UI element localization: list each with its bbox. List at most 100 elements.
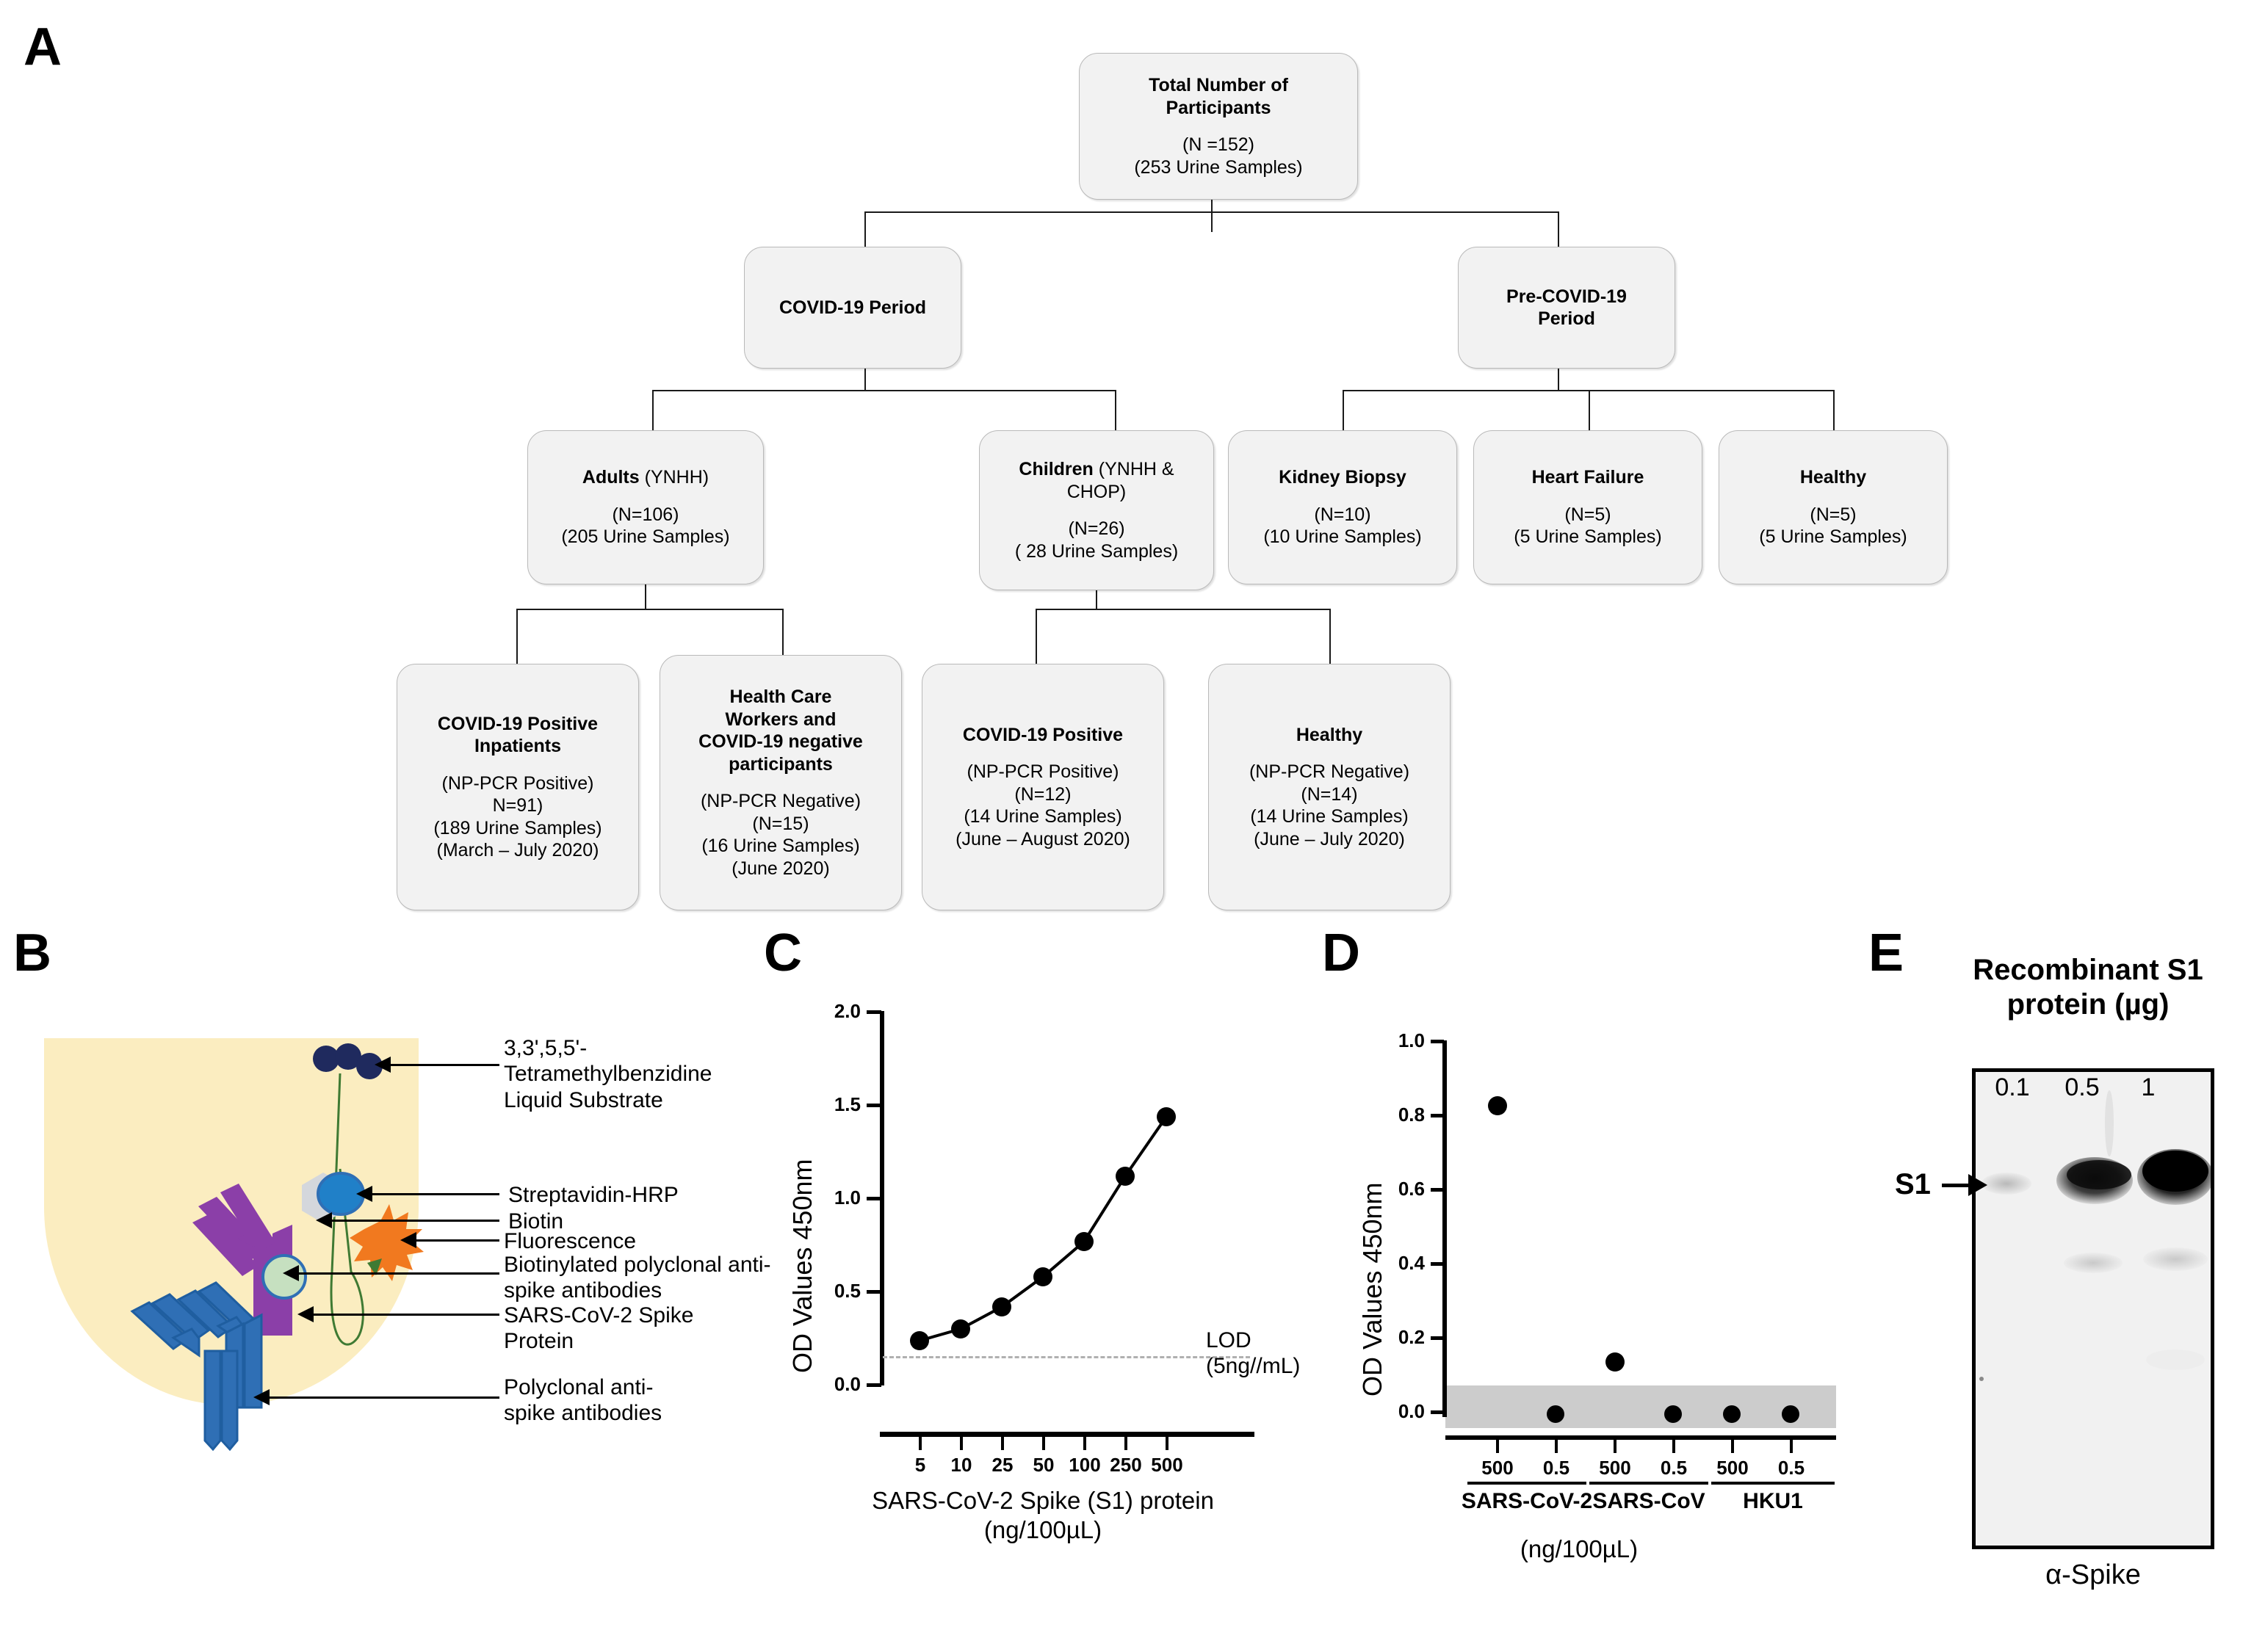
capture-antibody	[130, 1281, 263, 1409]
panel-letter-c: C	[764, 924, 802, 982]
c-xtick-label-3: 50	[1033, 1454, 1055, 1476]
c-xtick-label-6: 500	[1151, 1454, 1183, 1476]
d-point-sarscov-0.5	[1664, 1405, 1682, 1423]
connector-kidney-up	[1343, 390, 1344, 430]
node-subtext: (N =152)(253 Urine Samples)	[1134, 134, 1303, 178]
d-xtick-label-2: 500	[1599, 1457, 1631, 1479]
blot-lane-label-0.5: 0.5	[2064, 1073, 2100, 1101]
connector-children-up	[1115, 390, 1116, 430]
label-spike-protein: SARS-CoV-2 Spike Protein	[504, 1303, 694, 1354]
blot-antibody-label: α-Spike	[2045, 1559, 2141, 1590]
d-xtick-mark-0	[1496, 1440, 1499, 1453]
c-y-axis	[880, 1011, 884, 1385]
d-background-band	[1445, 1385, 1836, 1428]
d-point-sarscov2-0.5	[1547, 1405, 1564, 1423]
label-tmb: 3,3',5,5'- Tetramethylbenzidine Liquid S…	[504, 1036, 712, 1112]
arrow-polyab	[253, 1389, 499, 1405]
arrow-strep	[356, 1186, 499, 1202]
tmb-dot-1	[313, 1046, 339, 1072]
d-group-label-hku1: HKU1	[1743, 1489, 1803, 1513]
d-group-label-sars-cov: SARS-CoV	[1592, 1489, 1705, 1513]
arrow-biotin	[316, 1212, 499, 1228]
connector-childpos-up	[1036, 609, 1037, 664]
node-subtext: (N=5)(5 Urine Samples)	[1514, 504, 1662, 548]
c-ytick-label-1: 0.5	[834, 1280, 861, 1302]
blot-band-arrow	[1942, 1184, 1977, 1187]
node-covid-period[interactable]: COVID-19 Period	[744, 247, 961, 369]
d-xtick-label-0: 500	[1481, 1457, 1514, 1479]
d-y-axis	[1442, 1040, 1447, 1417]
node-heart-failure[interactable]: Heart Failure (N=5)(5 Urine Samples)	[1473, 430, 1702, 584]
node-subtext: (N=10)(10 Urine Samples)	[1263, 504, 1422, 548]
panel-letter-d: D	[1322, 924, 1360, 982]
node-kidney-biopsy[interactable]: Kidney Biopsy (N=10)(10 Urine Samples)	[1228, 430, 1457, 584]
c-lod-line	[883, 1356, 1250, 1358]
c-xtick-label-1: 10	[950, 1454, 972, 1476]
label-streptavidin-hrp: Streptavidin-HRP	[508, 1183, 679, 1207]
c-xtick-label-0: 5	[914, 1454, 926, 1476]
c-xtick-mark-4	[1083, 1437, 1086, 1450]
fluorescence-burst	[350, 1204, 424, 1281]
c-ytick-label-3: 1.5	[834, 1093, 861, 1115]
c-point-10	[951, 1319, 970, 1338]
node-children-covid-positive[interactable]: COVID-19 Positive (NP-PCR Positive)(N=12…	[922, 664, 1164, 910]
tmb-dot-2	[335, 1043, 361, 1070]
blot-lane-label-0.1: 0.1	[1995, 1073, 2030, 1101]
c-point-100	[1074, 1232, 1094, 1251]
connector-precovid-up	[1558, 211, 1559, 248]
d-group-rule-2	[1711, 1482, 1835, 1485]
d-ytick-label-4: 0.8	[1398, 1104, 1425, 1126]
label-biotinylated-antibody: Biotinylated polyclonal anti- spike anti…	[504, 1253, 771, 1303]
c-ytick-mark-2	[867, 1197, 881, 1200]
c-xtick-mark-6	[1166, 1437, 1168, 1450]
c-xtick-mark-0	[919, 1437, 922, 1450]
c-point-5	[910, 1331, 929, 1350]
d-ytick-label-3: 0.6	[1398, 1178, 1425, 1200]
d-xtick-mark-1	[1555, 1440, 1558, 1453]
panel-letter-e: E	[1868, 924, 1904, 982]
node-children[interactable]: Children (YNHH &CHOP) (N=26)( 28 Urine S…	[979, 430, 1214, 590]
node-title: COVID-19 Positive	[962, 724, 1124, 745]
node-title: COVID-19 Period	[779, 297, 927, 318]
c-ytick-label-2: 1.0	[834, 1187, 861, 1209]
d-ytick-label-0: 0.0	[1398, 1400, 1425, 1422]
d-xtick-mark-5	[1790, 1440, 1793, 1453]
c-point-500	[1157, 1107, 1176, 1126]
node-adults[interactable]: Adults (YNHH) (N=106)(205 Urine Samples)	[527, 430, 764, 584]
c-xtick-label-5: 250	[1110, 1454, 1142, 1476]
c-x-axis-title: SARS-CoV-2 Spike (S1) protein (ng/100µL)	[872, 1487, 1214, 1543]
connector-childhealthy-up	[1329, 609, 1331, 664]
connector-children-down	[1096, 584, 1097, 609]
node-healthy-pre-covid[interactable]: Healthy (N=5)(5 Urine Samples)	[1719, 430, 1948, 584]
panel-d-specificity: D 0.0 0.2 0.4 0.6 0.8 1.0 OD Values 450n…	[1315, 927, 1873, 1652]
panel-c-standard-curve: C 0.0 0.5 1.0 1.5 2.0 OD Values 450nm LO…	[756, 927, 1337, 1652]
connector-adults-up	[652, 390, 654, 430]
connector-adults-down	[645, 584, 646, 609]
panel-b-elisa-schematic: B	[0, 927, 779, 1652]
c-point-25	[992, 1297, 1011, 1316]
node-title: Heart Failure	[1531, 467, 1644, 488]
connector-inpatients-up	[516, 609, 518, 664]
connector-covid-up	[864, 211, 866, 248]
node-subtext: (NP-PCR Positive)N=91)(189 Urine Samples…	[433, 772, 602, 861]
c-lod-label: LOD (5ng//mL)	[1206, 1328, 1301, 1379]
d-group-rule-0	[1467, 1482, 1586, 1485]
d-x-axis-title: (ng/100µL)	[1520, 1535, 1639, 1562]
node-children-healthy[interactable]: Healthy (NP-PCR Negative)(N=14)(14 Urine…	[1208, 664, 1451, 910]
connector-hcw-up	[782, 609, 784, 664]
node-title: Adults (YNHH)	[582, 467, 709, 488]
d-point-sarscov-500	[1605, 1352, 1625, 1372]
d-xtick-mark-3	[1672, 1440, 1675, 1453]
d-point-sarscov2-500	[1488, 1096, 1507, 1115]
d-point-hku1-500	[1723, 1405, 1741, 1423]
c-ytick-label-4: 2.0	[834, 1000, 861, 1022]
connector-level1-bar	[864, 211, 1558, 213]
c-xtick-label-4: 100	[1069, 1454, 1101, 1476]
